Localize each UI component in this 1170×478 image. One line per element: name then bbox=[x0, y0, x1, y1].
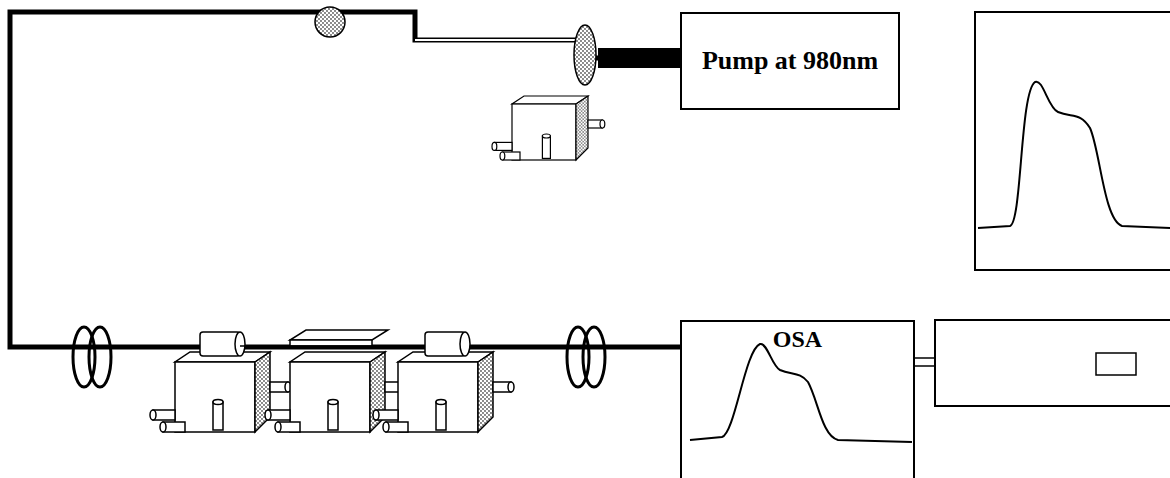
fiber-line bbox=[10, 12, 680, 347]
node-label: OSA bbox=[773, 326, 822, 353]
fiber-thin-core bbox=[415, 39, 585, 41]
node-label: Pump at 980nm bbox=[702, 46, 878, 76]
analyzer-box: OSA bbox=[680, 320, 915, 478]
pump-box: Pump at 980nm bbox=[680, 12, 900, 110]
